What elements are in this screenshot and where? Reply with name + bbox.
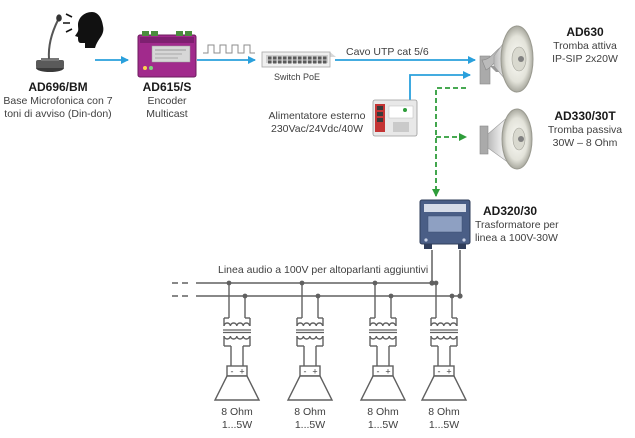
junction-dot — [457, 293, 463, 299]
speaker-impedance: 8 Ohm — [221, 406, 253, 418]
transformer-coil-icon — [223, 317, 251, 366]
speaker-power: 1...5W — [428, 419, 460, 431]
junction-dot — [315, 293, 321, 299]
switch-port — [273, 56, 277, 60]
switch-port — [293, 60, 297, 64]
loudspeaker-icon: -+ — [213, 365, 261, 401]
dashed-wire-horn-to-transformer — [432, 87, 466, 197]
speaker-branch: -+ — [420, 280, 468, 401]
line-100v-bus — [172, 250, 461, 297]
junction-dot — [226, 280, 232, 286]
horn-speaker-icon — [479, 108, 533, 170]
mic-model-label: AD696/BM — [28, 80, 88, 94]
speaker-branch: -+ — [286, 280, 334, 401]
switch-label: Switch PoE — [273, 72, 321, 82]
horn-passive-desc-line1: Tromba passiva — [547, 124, 623, 136]
encoder-desc-line1: Encoder — [147, 95, 187, 107]
switch-port — [288, 56, 292, 60]
polarity-minus: - — [438, 367, 441, 377]
passive-audio-link — [432, 87, 467, 197]
junction-dot — [433, 280, 439, 286]
speaker-power: 1...5W — [294, 419, 326, 431]
horn-active-desc-line2: IP-SIP 2x20W — [552, 53, 618, 65]
junction-dot — [299, 280, 305, 286]
desk-microphone-icon — [36, 14, 64, 72]
switch-port — [298, 60, 302, 64]
speaker-branches: -+-+-+-+ — [213, 280, 468, 401]
polarity-plus: + — [385, 367, 390, 377]
speaking-head-icon — [63, 12, 104, 48]
switch-port — [323, 56, 327, 60]
din-rail-power-supply-icon — [372, 99, 418, 137]
switch-port — [278, 56, 282, 60]
switch-port — [283, 56, 287, 60]
switch-port — [293, 56, 297, 60]
switch-port — [318, 56, 322, 60]
switch-port — [308, 56, 312, 60]
transformer-coil-icon — [430, 317, 458, 366]
switch-port — [283, 60, 287, 64]
horn-active-model: AD630 — [566, 25, 604, 39]
switch-port — [318, 60, 322, 64]
polarity-minus: - — [231, 367, 234, 377]
encoder-desc-line2: Multicast — [146, 108, 188, 120]
switch-port — [303, 60, 307, 64]
horn-speaker-icon — [479, 25, 534, 93]
transformer-desc-line2: linea a 100V-30W — [475, 232, 558, 244]
line-100v-label: Linea audio a 100V per altoparlanti aggi… — [218, 264, 429, 276]
loudspeaker-icon: -+ — [286, 365, 334, 401]
transformer-model: AD320/30 — [483, 204, 538, 218]
mic-desc-line1: Base Microfonica con 7 — [3, 95, 113, 107]
wire-psu-to-horn — [409, 71, 471, 108]
switch-port — [288, 60, 292, 64]
switch-port — [268, 56, 272, 60]
speaker-power: 1...5W — [367, 419, 399, 431]
speaker-power: 1...5W — [221, 419, 253, 431]
polarity-minus: - — [304, 367, 307, 377]
speaker-impedance: 8 Ohm — [428, 406, 460, 418]
polarity-plus: + — [446, 367, 451, 377]
switch-ports — [268, 56, 327, 64]
speaker-impedance: 8 Ohm — [294, 406, 326, 418]
loudspeaker-icon: -+ — [359, 365, 407, 401]
encoder-model-label: AD615/S — [142, 80, 192, 94]
signal-wires — [95, 44, 476, 108]
switch-port — [303, 56, 307, 60]
speaker-branch: -+ — [359, 280, 407, 401]
psu-desc-line1: Alimentatore esterno — [268, 110, 366, 122]
mic-desc-line2: toni di avviso (Din-don) — [4, 108, 112, 120]
stream-waveform-icon — [203, 44, 255, 54]
switch-port — [273, 60, 277, 64]
din-rail-encoder-icon — [137, 31, 197, 78]
switch-port — [308, 60, 312, 64]
transformer-coil-icon — [296, 317, 324, 366]
switch-port — [278, 60, 282, 64]
junction-dot — [429, 280, 435, 286]
speaker-impedance: 8 Ohm — [367, 406, 399, 418]
polarity-plus: + — [239, 367, 244, 377]
transformer-module-icon — [419, 199, 471, 249]
horn-passive-model: AD330/30T — [554, 109, 616, 123]
switch-port — [313, 56, 317, 60]
loudspeaker-icon: -+ — [420, 365, 468, 401]
horn-active-desc-line1: Tromba attiva — [553, 40, 617, 52]
switch-port — [268, 60, 272, 64]
polarity-plus: + — [312, 367, 317, 377]
cable-label: Cavo UTP cat 5/6 — [346, 46, 429, 58]
junction-dot — [449, 293, 455, 299]
switch-port — [313, 60, 317, 64]
junction-dot — [372, 280, 378, 286]
transformer-desc-line1: Trasformatore per — [475, 219, 559, 231]
switch-port — [323, 60, 327, 64]
polarity-minus: - — [377, 367, 380, 377]
junction-dot — [388, 293, 394, 299]
speaker-branch: -+ — [213, 280, 261, 401]
horn-passive-desc-line2: 30W – 8 Ohm — [552, 137, 618, 149]
transformer-coil-icon — [369, 317, 397, 366]
switch-port — [298, 56, 302, 60]
junction-dot — [242, 293, 248, 299]
psu-desc-line2: 230Vac/24Vdc/40W — [270, 123, 364, 135]
